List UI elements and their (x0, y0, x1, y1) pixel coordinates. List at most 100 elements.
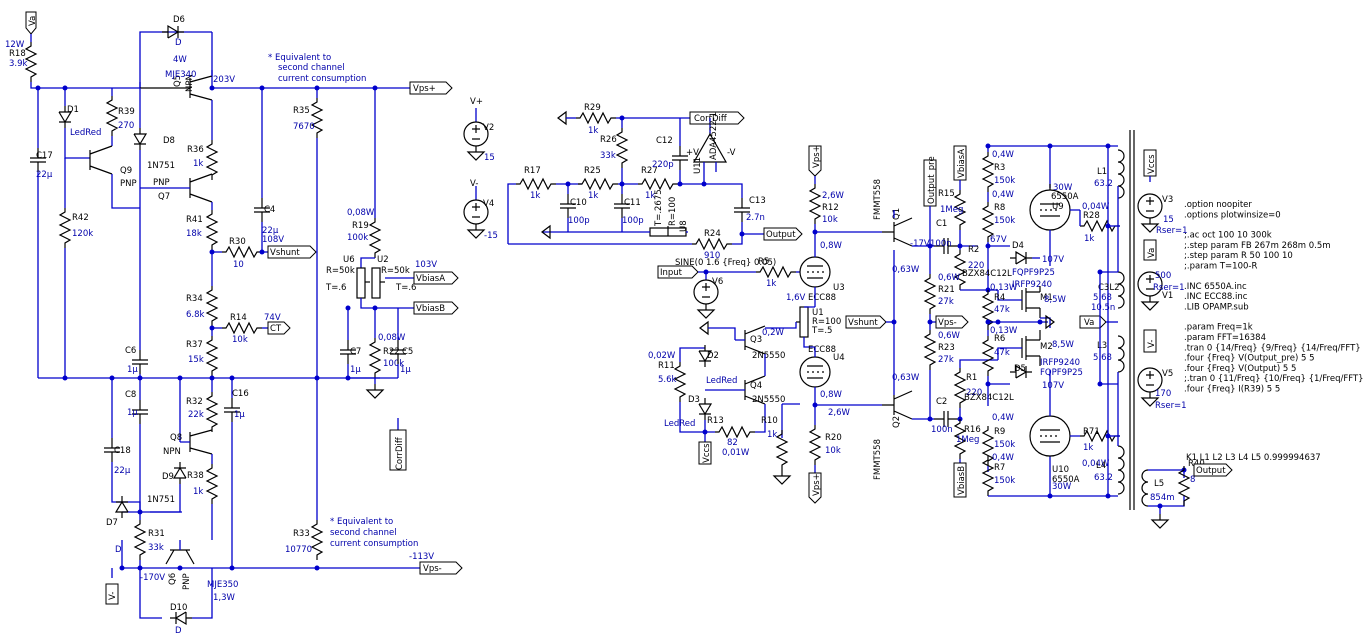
component-value: T=.5 (811, 326, 832, 336)
ground-symbol (773, 469, 791, 485)
resistor-r12[interactable] (809, 183, 821, 225)
component-value: FMMT558 (873, 439, 883, 480)
component-value: 150k (994, 176, 1015, 186)
resistor-r18[interactable] (25, 41, 37, 83)
resistor-r39[interactable] (106, 95, 118, 137)
spice-directive-line: ;.step param FB 267m 268m 0.5m (1184, 241, 1331, 251)
component-value: 22µ (262, 226, 279, 236)
component-type: PNP (120, 179, 137, 189)
component-label: Q4 (750, 381, 762, 391)
component-label: R23 (938, 343, 955, 353)
component-value: 82 (727, 438, 738, 448)
resistor-r26[interactable] (616, 127, 628, 169)
component-value: 22k (188, 410, 204, 420)
net-label: V- (108, 592, 118, 600)
vacuum-tube-u4[interactable] (799, 356, 831, 388)
potentiometer-u6[interactable] (356, 267, 370, 299)
resistor-r31[interactable] (134, 519, 146, 561)
net-flag-vps-plus-top: Vps+ (808, 145, 822, 177)
vacuum-tube-u3[interactable] (799, 256, 831, 288)
resistor-r27[interactable] (637, 178, 679, 190)
component-label: R36 (187, 145, 204, 155)
potentiometer-u2[interactable] (371, 267, 385, 299)
resistor-r37[interactable] (206, 335, 218, 377)
transistor-q1[interactable] (882, 217, 913, 247)
net-label: CorrDiff (694, 114, 728, 124)
component-label: U8 (679, 220, 689, 232)
component-power: 0,4W (992, 190, 1015, 200)
resistor-r13[interactable] (714, 426, 756, 438)
inductor-l2[interactable] (1117, 271, 1125, 309)
transistor-q5[interactable] (140, 70, 213, 120)
inductor-l3[interactable] (1117, 335, 1125, 373)
resistor-r14[interactable] (221, 322, 263, 334)
net-flag-input: Input (657, 265, 699, 279)
resistor-r41[interactable] (206, 209, 218, 251)
component-label: C5 (402, 347, 413, 357)
resistor-r29[interactable] (575, 112, 617, 124)
resistor-r24[interactable] (691, 238, 733, 250)
resistor-r42[interactable] (59, 207, 71, 249)
inductor-l4[interactable] (1117, 445, 1125, 495)
component-value: BZX84C12L (964, 393, 1014, 403)
component-label: Q9 (120, 166, 132, 176)
resistor-r35[interactable] (311, 97, 323, 139)
diode-d10[interactable] (169, 611, 193, 625)
net-flag-v-minus-source: V- (1143, 329, 1157, 353)
node-voltage: 67V (990, 235, 1007, 245)
component-label: C6 (125, 346, 136, 356)
component-value: FQPF9P25 (1012, 268, 1055, 278)
spice-directive-coupling: K1 L1 L2 L3 L4 L5 0.999994637 (1186, 453, 1321, 463)
zener-d4[interactable] (1009, 251, 1033, 265)
zener-d8[interactable] (133, 127, 147, 151)
net-flag-output-pre: Output_pre (923, 156, 937, 207)
component-label: D1 (67, 105, 79, 115)
resistor-r21[interactable] (924, 273, 936, 315)
spice-directive-line: .INC 6550A.inc (1184, 282, 1247, 292)
spice-directive-line: .LIB OPAMP.sub (1184, 302, 1249, 312)
resistor-r11[interactable] (674, 361, 686, 403)
mosfet-m2[interactable] (1021, 330, 1041, 366)
potentiometer-u1[interactable] (796, 306, 809, 338)
component-power: 1,3W (213, 593, 236, 603)
resistor-r22[interactable] (369, 337, 381, 379)
component-value: 15 (484, 153, 495, 163)
net-flag-vccs-left: Vccs (698, 441, 712, 465)
resistor-r32[interactable] (206, 391, 218, 433)
inductor-l5[interactable] (1141, 469, 1149, 507)
resistor-r33[interactable] (311, 519, 323, 561)
component-value: 10k (232, 335, 248, 345)
transistor-q8[interactable] (179, 378, 213, 464)
inductor-l1[interactable] (1117, 149, 1125, 199)
component-label: C12 (656, 136, 673, 146)
component-label: C16 (232, 389, 249, 399)
zener-d9[interactable] (173, 461, 187, 485)
resistor-r6[interactable] (982, 335, 994, 377)
node-voltage: 103V (415, 260, 437, 270)
diode-d7[interactable] (115, 495, 129, 519)
resistor-r34[interactable] (206, 285, 218, 327)
resistor-r25[interactable] (577, 178, 619, 190)
resistor-r17[interactable] (515, 178, 557, 190)
mosfet-m1[interactable] (1021, 286, 1041, 318)
resistor-r38[interactable] (206, 463, 218, 505)
component-power: 0,08W (347, 208, 375, 218)
component-value: 10k (822, 215, 838, 225)
transistor-q2[interactable] (882, 390, 913, 420)
voltage-source-v3[interactable] (1137, 193, 1163, 219)
resistor-r20[interactable] (809, 424, 821, 466)
resistor-r19[interactable] (369, 217, 381, 259)
transistor-q7[interactable] (140, 173, 213, 210)
component-label: D2 (707, 351, 719, 361)
opamp-u11[interactable] (692, 118, 728, 184)
net-label: Vccs (1147, 154, 1157, 174)
component-power: 0,04W (1082, 459, 1110, 469)
resistor-r23[interactable] (924, 329, 936, 371)
component-label: D9 (162, 472, 174, 482)
resistor-r5[interactable] (755, 266, 797, 278)
transistor-q6[interactable] (165, 540, 195, 565)
vacuum-tube-u10[interactable] (1029, 415, 1071, 457)
transistor-q9[interactable] (89, 145, 140, 209)
resistor-r30[interactable] (221, 246, 263, 258)
